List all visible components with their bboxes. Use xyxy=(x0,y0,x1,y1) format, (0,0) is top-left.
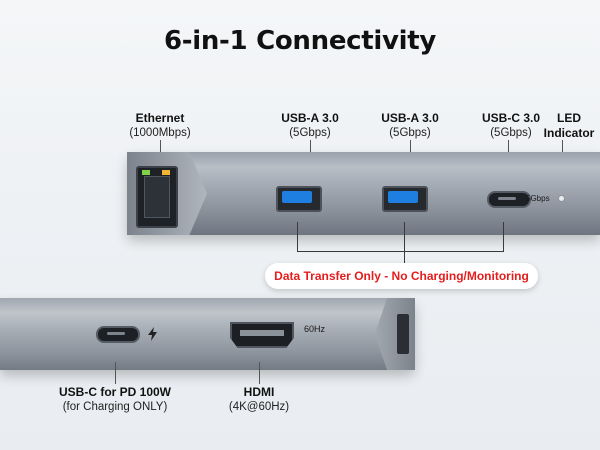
usba1-tongue xyxy=(282,191,312,203)
usbc-pd-pointer xyxy=(115,362,116,384)
ethernet-led-amber xyxy=(162,170,170,175)
usbc-pd-tongue xyxy=(107,332,125,335)
usba1-port xyxy=(276,186,322,212)
usba1-label: USB-A 3.0 (5Gbps) xyxy=(270,111,350,140)
hdmi-port xyxy=(230,322,294,348)
usbc-spec: (5Gbps) xyxy=(490,127,532,139)
usba2-tongue xyxy=(388,191,418,203)
led-name-1: LED xyxy=(557,111,581,125)
bracket-stem xyxy=(404,251,405,263)
usba1-pointer xyxy=(310,140,311,154)
usbc-pd-port xyxy=(96,326,140,343)
ethernet-port xyxy=(136,166,178,228)
bracket-left xyxy=(297,222,298,252)
usbc-name: USB-C 3.0 xyxy=(481,111,540,125)
hub-bottom-slot xyxy=(397,314,409,354)
hdmi-marking: 60Hz xyxy=(304,324,326,334)
ethernet-name: Ethernet xyxy=(135,111,185,125)
bracket-base xyxy=(297,251,504,252)
usbc-data-port xyxy=(487,191,531,208)
usbc-pd-name: USB-C for PD 100W xyxy=(58,385,171,399)
usba2-spec: (5Gbps) xyxy=(389,127,431,139)
usba1-spec: (5Gbps) xyxy=(289,127,331,139)
hdmi-label: HDMI (4K@60Hz) xyxy=(214,385,304,414)
ethernet-socket xyxy=(144,176,170,218)
page-title: 6-in-1 Connectivity xyxy=(163,26,437,56)
bracket-right xyxy=(503,222,504,252)
bracket-mid xyxy=(404,222,405,252)
usbc-label: USB-C 3.0 (5Gbps) xyxy=(471,111,551,140)
hub-bottom-endcap xyxy=(375,298,415,370)
hdmi-tongue xyxy=(240,330,284,336)
ethernet-pointer xyxy=(160,140,161,154)
ethernet-led-green xyxy=(142,170,150,175)
hub-bottom-body xyxy=(0,298,415,370)
usbc-pd-spec: (for Charging ONLY) xyxy=(62,401,168,413)
ethernet-label: Ethernet (1000Mbps) xyxy=(115,111,205,140)
usbc-pointer xyxy=(508,140,509,154)
usbc-pd-label: USB-C for PD 100W (for Charging ONLY) xyxy=(45,385,185,414)
led-name-2: Indicator xyxy=(543,126,595,140)
usba2-pointer xyxy=(410,140,411,154)
usba2-port xyxy=(382,186,428,212)
lightning-icon xyxy=(148,327,157,341)
usbc-data-tongue xyxy=(498,197,516,200)
usba2-label: USB-A 3.0 (5Gbps) xyxy=(370,111,450,140)
usba1-name: USB-A 3.0 xyxy=(281,111,339,125)
ethernet-spec: (1000Mbps) xyxy=(129,127,191,139)
hdmi-pointer xyxy=(259,362,260,384)
usba2-name: USB-A 3.0 xyxy=(381,111,439,125)
data-transfer-note: Data Transfer Only - No Charging/Monitor… xyxy=(265,263,538,289)
led-indicator-light xyxy=(558,195,565,202)
led-label: LED Indicator xyxy=(540,111,598,141)
hdmi-spec: (4K@60Hz) xyxy=(228,401,290,413)
hdmi-name: HDMI xyxy=(243,385,275,399)
usbc-marking: 5Gbps xyxy=(526,194,550,203)
